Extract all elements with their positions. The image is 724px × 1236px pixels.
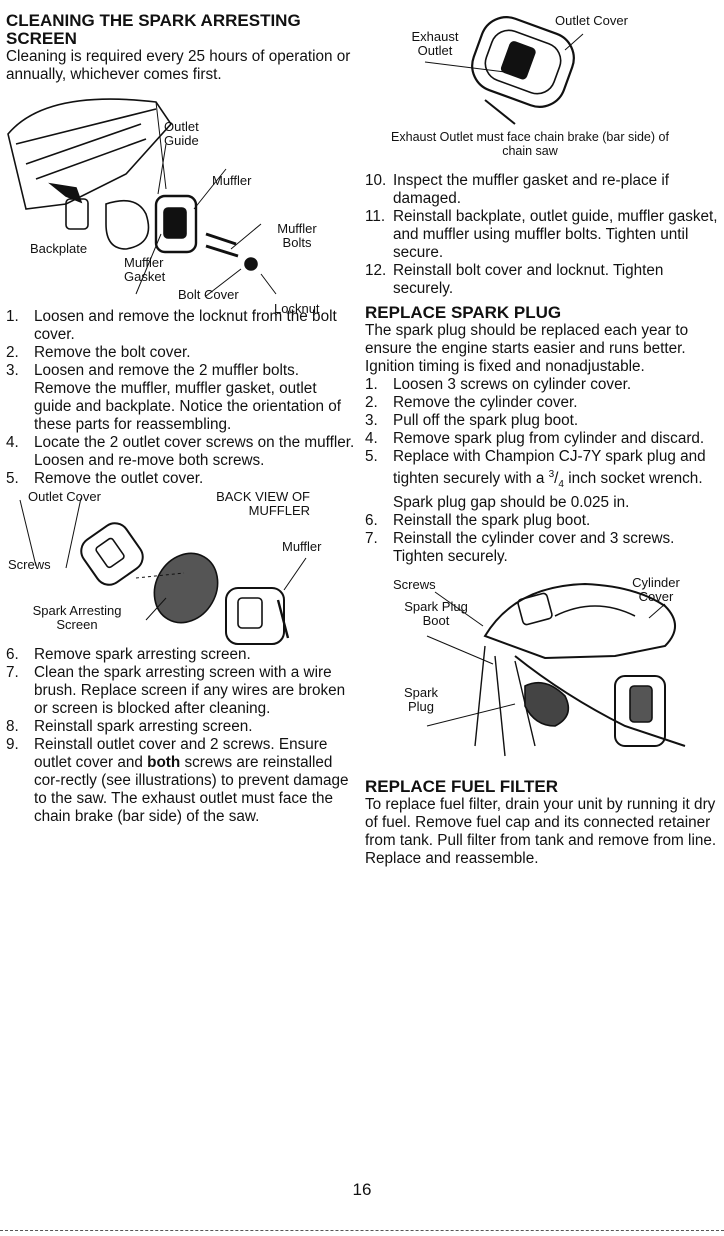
label-screws: Screws (8, 557, 51, 572)
exhaust-outlet-drawing (424, 16, 584, 125)
muffler-exploded-illustration: Outlet Guide Muffler Muffler Bolts Backp… (6, 84, 358, 316)
label-outlet-guide: Outlet Guide (164, 119, 199, 148)
label-outlet-cover: Outlet Cover (28, 489, 101, 504)
step-item: 4.Remove spark plug from cylinder and di… (365, 430, 705, 447)
bottom-rule (0, 1230, 724, 1231)
step-item: 2.Remove the bolt cover. (6, 344, 191, 361)
muffler-exploded-drawing (7, 98, 277, 297)
section-heading-fuel-filter: REPLACE FUEL FILTER (365, 777, 558, 797)
left-column: CLEANING THE SPARK ARRESTING SCREEN Clea… (6, 12, 358, 826)
label-locknut: Locknut (274, 301, 320, 316)
label-muffler: Muffler (212, 173, 252, 188)
step-item: 1.Loosen 3 screws on cylinder cover. (365, 376, 632, 393)
step-item: 6.Remove spark arresting screen. (6, 646, 251, 663)
steps-list-10-12: 10.Inspect the muffler gasket and re-pla… (365, 172, 720, 298)
muffler-back-view-drawing (19, 497, 307, 645)
step-item: 6.Reinstall the spark plug boot. (365, 512, 591, 530)
step-item: 2.Remove the cylinder cover. (365, 394, 578, 411)
page-number: 16 (352, 1180, 372, 1199)
section-heading-spark-screen: CLEANING THE SPARK ARRESTING SCREEN (6, 11, 301, 48)
label-muffler-bolts: Muffler Bolts (277, 221, 317, 250)
label-spark-plug: Spark Plug (404, 685, 438, 715)
label-backplate: Backplate (30, 241, 88, 256)
label-muffler-gasket: Muffler Gasket (124, 255, 166, 284)
label-outlet-cover-right: Outlet Cover (555, 13, 628, 28)
step-item: 3.Pull off the spark plug boot. (365, 412, 579, 429)
plug-steps-list: 1.Loosen 3 screws on cylinder cover. 2.R… (365, 376, 720, 566)
step-item: 8.Reinstall spark arresting screen. (6, 718, 253, 735)
label-exhaust-outlet: Exhaust Outlet (411, 29, 459, 58)
muffler-back-view-illustration: Outlet Cover BACK VIEW OF MUFFLER Muffle… (6, 488, 358, 646)
spark-plug-drawing (426, 583, 686, 757)
right-column: Exhaust Outlet Outlet Cover Exhaust Outl… (365, 12, 720, 868)
step-item: 7.Clean the spark arresting screen with … (6, 664, 346, 717)
step-item: 9.Reinstall outlet cover and 2 screws. E… (6, 736, 349, 825)
step-item: 12.Reinstall bolt cover and locknut. Tig… (365, 262, 664, 297)
step-item: 3.Loosen and remove the 2 muffler bolts.… (6, 362, 341, 433)
steps-list-1-5: 1.Loosen and remove the locknut from the… (6, 308, 358, 488)
label-back-view: BACK VIEW OF MUFFLER (216, 489, 310, 518)
exhaust-caption: Exhaust Outlet must face chain brake (ba… (391, 130, 669, 158)
section-heading-spark-plug: REPLACE SPARK PLUG (365, 303, 562, 322)
step-item: 10.Inspect the muffler gasket and re-pla… (365, 172, 670, 207)
label-screws-right: Screws (393, 577, 436, 593)
label-spark-arresting-screen: Spark Arresting Screen (32, 603, 122, 632)
label-spark-plug-boot: Spark Plug Boot (404, 599, 468, 629)
step-item: 1.Loosen and remove the locknut from the… (6, 308, 337, 343)
label-cylinder-cover: Cylinder Cover (632, 575, 680, 605)
exhaust-outlet-illustration: Exhaust Outlet Outlet Cover (365, 12, 720, 130)
step-item: 11.Reinstall backplate, outlet guide, mu… (365, 208, 718, 261)
step-item: 4.Locate the 2 outlet cover screws on th… (6, 434, 355, 469)
spark-plug-intro: The spark plug should be replaced each y… (365, 322, 689, 375)
steps-list-6-9: 6.Remove spark arresting screen. 7.Clean… (6, 646, 358, 826)
step-item: 7.Reinstall the cylinder cover and 3 scr… (365, 530, 675, 566)
step-item: 5.Replace with Champion CJ-7Y spark plug… (365, 448, 706, 512)
fuel-filter-text: To replace fuel filter, drain your unit … (365, 796, 717, 868)
label-muffler-back: Muffler (282, 539, 322, 554)
intro-text: Cleaning is required every 25 hours of o… (6, 48, 351, 83)
spark-plug-illustration: Screws Cylinder Cover Spark Plug Boot Sp… (365, 576, 720, 772)
step-item: 5.Remove the outlet cover. (6, 470, 204, 487)
label-bolt-cover: Bolt Cover (178, 287, 239, 302)
